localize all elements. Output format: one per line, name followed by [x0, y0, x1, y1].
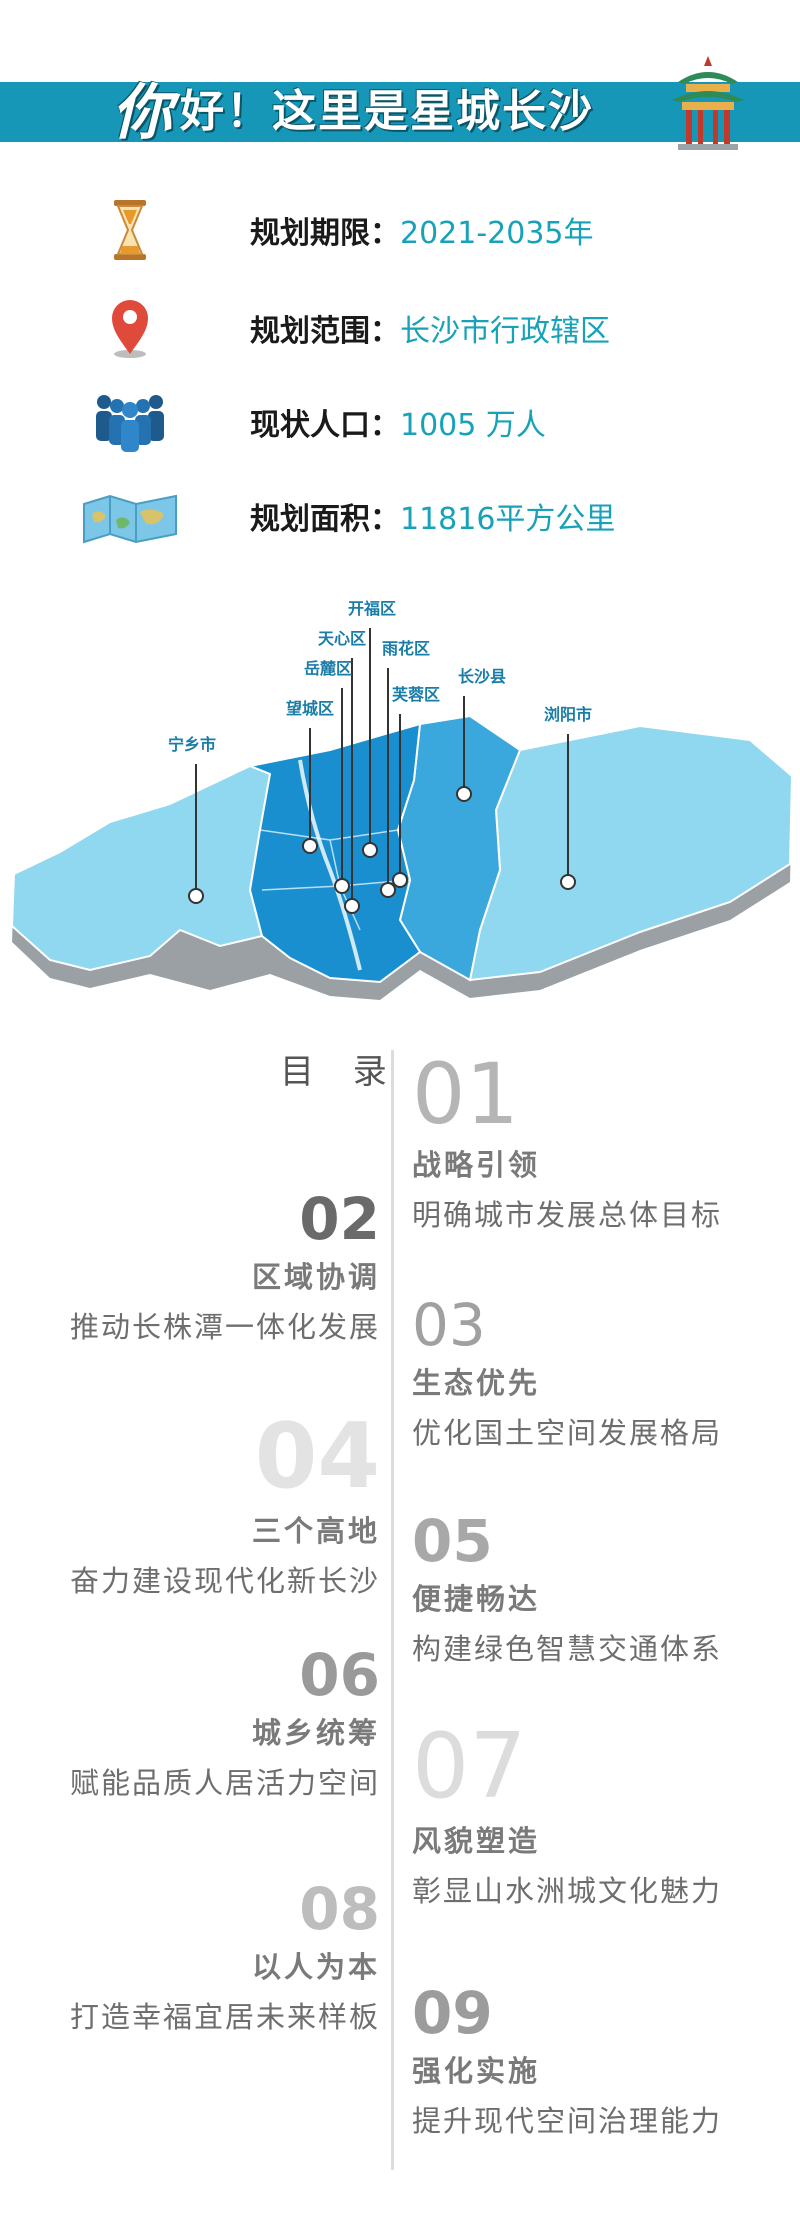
district-label-yuhua: 雨花区 [382, 639, 430, 658]
toc-title: 战略引领 [412, 1148, 541, 1182]
marker-yuelu [334, 878, 350, 894]
map-river [298, 759, 362, 971]
info-value: 2021-2035年 [400, 216, 594, 251]
toc-number: 09 [412, 1979, 493, 2047]
toc-item-05: 05 便捷畅达 构建绿色智慧交通体系 [412, 1512, 722, 1668]
district-label-tianxin: 天心区 [318, 629, 366, 648]
toc-number: 05 [412, 1507, 493, 1575]
toc-title: 以人为本 [251, 1950, 380, 1984]
info-label: 规划面积： [250, 502, 400, 537]
toc-subtitle: 明确城市发展总体目标 [412, 1198, 723, 1232]
map-icon [83, 494, 177, 544]
district-label-ningxiang: 宁乡市 [168, 735, 216, 754]
changsha-district-map: 开福区 天心区 雨花区 岳麓区 长沙县 芙蓉区 望城区 浏阳市 宁乡市 [10, 599, 794, 1000]
marker-ningxiang [188, 888, 204, 904]
people-icon [96, 395, 164, 452]
toc-title: 生态优先 [412, 1366, 541, 1400]
info-label: 规划期限： [250, 216, 400, 251]
toc-divider [391, 1050, 394, 2170]
title-text: 好！这里是星城长沙 [180, 86, 594, 137]
toc-subtitle: 彰显山水洲城文化魅力 [412, 1874, 723, 1908]
toc-item-07: 07 风貌塑造 彰显山水洲城文化魅力 [412, 1722, 722, 1910]
toc-title: 强化实施 [412, 2054, 541, 2088]
toc-item-03: 03 生态优先 优化国土空间发展格局 [412, 1296, 722, 1452]
header-banner [0, 82, 800, 142]
toc-item-08: 08 以人为本 打造幸福宜居未来样板 [70, 1880, 380, 2036]
toc-title: 区域协调 [251, 1260, 380, 1294]
toc-subtitle: 提升现代空间治理能力 [412, 2104, 723, 2138]
toc-number: 02 [299, 1185, 380, 1253]
info-row-period: 规划期限：2021-2035年 [0, 190, 800, 270]
district-label-kaifu: 开福区 [348, 599, 396, 618]
toc-subtitle: 打造幸福宜居未来样板 [69, 2000, 380, 2034]
map-region-ningxiang [10, 764, 272, 972]
toc-heading: 目 录 [280, 1052, 401, 1092]
marker-liuyang [560, 874, 576, 890]
toc-subtitle: 奋力建设现代化新长沙 [69, 1564, 380, 1598]
toc-number: 04 [254, 1404, 380, 1509]
page-title: 你 好！这里是星城长沙 [112, 62, 594, 152]
info-value: 长沙市行政辖区 [400, 314, 610, 349]
info-label: 规划范围： [250, 314, 400, 349]
toc-title: 三个高地 [251, 1514, 380, 1548]
toc-item-04: 04 三个高地 奋力建设现代化新长沙 [70, 1412, 380, 1600]
district-label-liuyang: 浏阳市 [544, 705, 592, 724]
location-pin-icon [112, 300, 148, 358]
toc-title: 风貌塑造 [412, 1824, 541, 1858]
district-label-furong: 芙蓉区 [392, 685, 440, 704]
toc-number: 01 [412, 1045, 519, 1143]
toc-number: 03 [412, 1291, 486, 1359]
district-label-yuelu: 岳麓区 [304, 659, 352, 678]
info-row-area: 规划面积：11816平方公里 [0, 476, 800, 556]
map-region-urban [246, 722, 422, 984]
toc-number: 06 [299, 1641, 380, 1709]
toc-subtitle: 优化国土空间发展格局 [412, 1416, 723, 1450]
toc-item-06: 06 城乡统筹 赋能品质人居活力空间 [70, 1646, 380, 1802]
title-greeting-script: 你 [112, 77, 174, 148]
toc-item-09: 09 强化实施 提升现代空间治理能力 [412, 1984, 722, 2140]
marker-wangcheng [302, 838, 318, 854]
toc-subtitle: 赋能品质人居活力空间 [69, 1766, 380, 1800]
district-label-changsha-county: 长沙县 [458, 667, 506, 686]
toc-number: 07 [412, 1714, 527, 1819]
info-label: 现状人口： [250, 408, 400, 443]
toc-subtitle: 构建绿色智慧交通体系 [412, 1632, 723, 1666]
hourglass-icon [114, 200, 146, 260]
district-label-wangcheng: 望城区 [286, 699, 334, 718]
toc-title: 城乡统筹 [251, 1716, 380, 1750]
info-row-scope: 规划范围：长沙市行政辖区 [0, 288, 800, 368]
toc-subtitle: 推动长株潭一体化发展 [69, 1310, 380, 1344]
info-row-population: 现状人口：1005 万人 [0, 382, 800, 462]
marker-kaifu [362, 842, 378, 858]
toc-title: 便捷畅达 [412, 1582, 541, 1616]
toc-item-02: 02 区域协调 推动长株潭一体化发展 [70, 1190, 380, 1346]
toc-number: 08 [299, 1875, 380, 1943]
marker-tianxin [344, 898, 360, 914]
info-value: 11816平方公里 [400, 502, 616, 537]
pavilion-icon [672, 56, 744, 150]
marker-changsha-county [456, 786, 472, 802]
toc-item-01: 01 战略引领 明确城市发展总体目标 [412, 1052, 722, 1234]
marker-yuhua [380, 882, 396, 898]
marker-furong [392, 872, 408, 888]
info-value: 1005 万人 [400, 408, 546, 443]
